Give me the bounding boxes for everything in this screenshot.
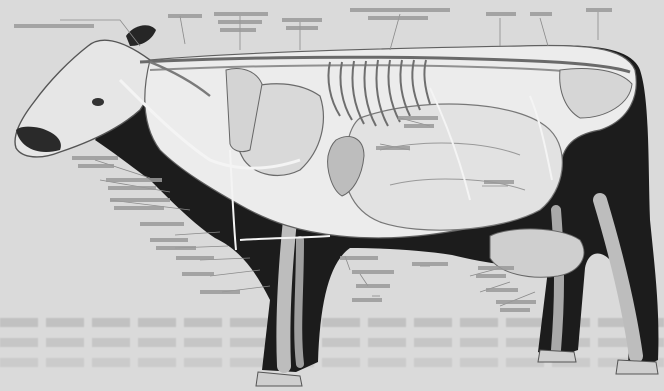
hoof	[538, 350, 576, 362]
hoof	[256, 372, 302, 386]
ear	[126, 25, 156, 46]
stomach	[344, 104, 562, 230]
eye	[92, 98, 104, 106]
fore-leg-bone	[298, 240, 300, 364]
fore-leg-bone	[283, 220, 290, 366]
hoof	[616, 360, 658, 374]
